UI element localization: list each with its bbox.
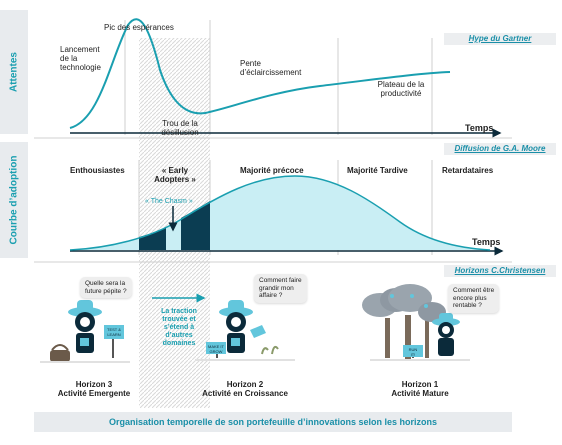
horizon3-character <box>40 300 130 363</box>
horizons-tag: Horizons C.Christensen <box>444 265 556 277</box>
enthusiasts-label: Enthousiastes <box>70 166 125 175</box>
side-label-adoption-text: Courbe d’adoption <box>8 155 20 245</box>
side-label-adoption: Courbe d’adoption <box>0 142 28 258</box>
hype-curve <box>69 18 451 129</box>
peak-label: Pic des espérances <box>104 23 174 32</box>
laggards-label: Retardataires <box>442 166 494 175</box>
early-majority-label: Majorité précoce <box>240 166 304 175</box>
bell-curve <box>69 175 491 251</box>
bell-fill <box>70 176 490 250</box>
chasm-label: « The Chasm » <box>145 198 193 205</box>
hype-time-label: Temps <box>465 123 494 133</box>
side-label-attentes: Attentes <box>0 10 28 134</box>
diffusion-tag: Diffusion de G.A. Moore <box>444 143 556 155</box>
hype-tag: Hype du Gartner <box>444 33 556 45</box>
h3-sign: TEST &LEARN <box>107 327 121 337</box>
early-majority-start-block <box>181 201 210 250</box>
early-adopters-block <box>139 227 166 250</box>
side-label-attentes-text: Attentes <box>8 51 20 93</box>
footer-banner: Organisation temporelle de son portefeui… <box>34 412 512 432</box>
horizon1-scene <box>362 284 470 361</box>
horizon2-character <box>195 300 295 361</box>
adoption-time-label: Temps <box>472 237 501 247</box>
late-majority-label: Majorité Tardive <box>347 166 408 175</box>
